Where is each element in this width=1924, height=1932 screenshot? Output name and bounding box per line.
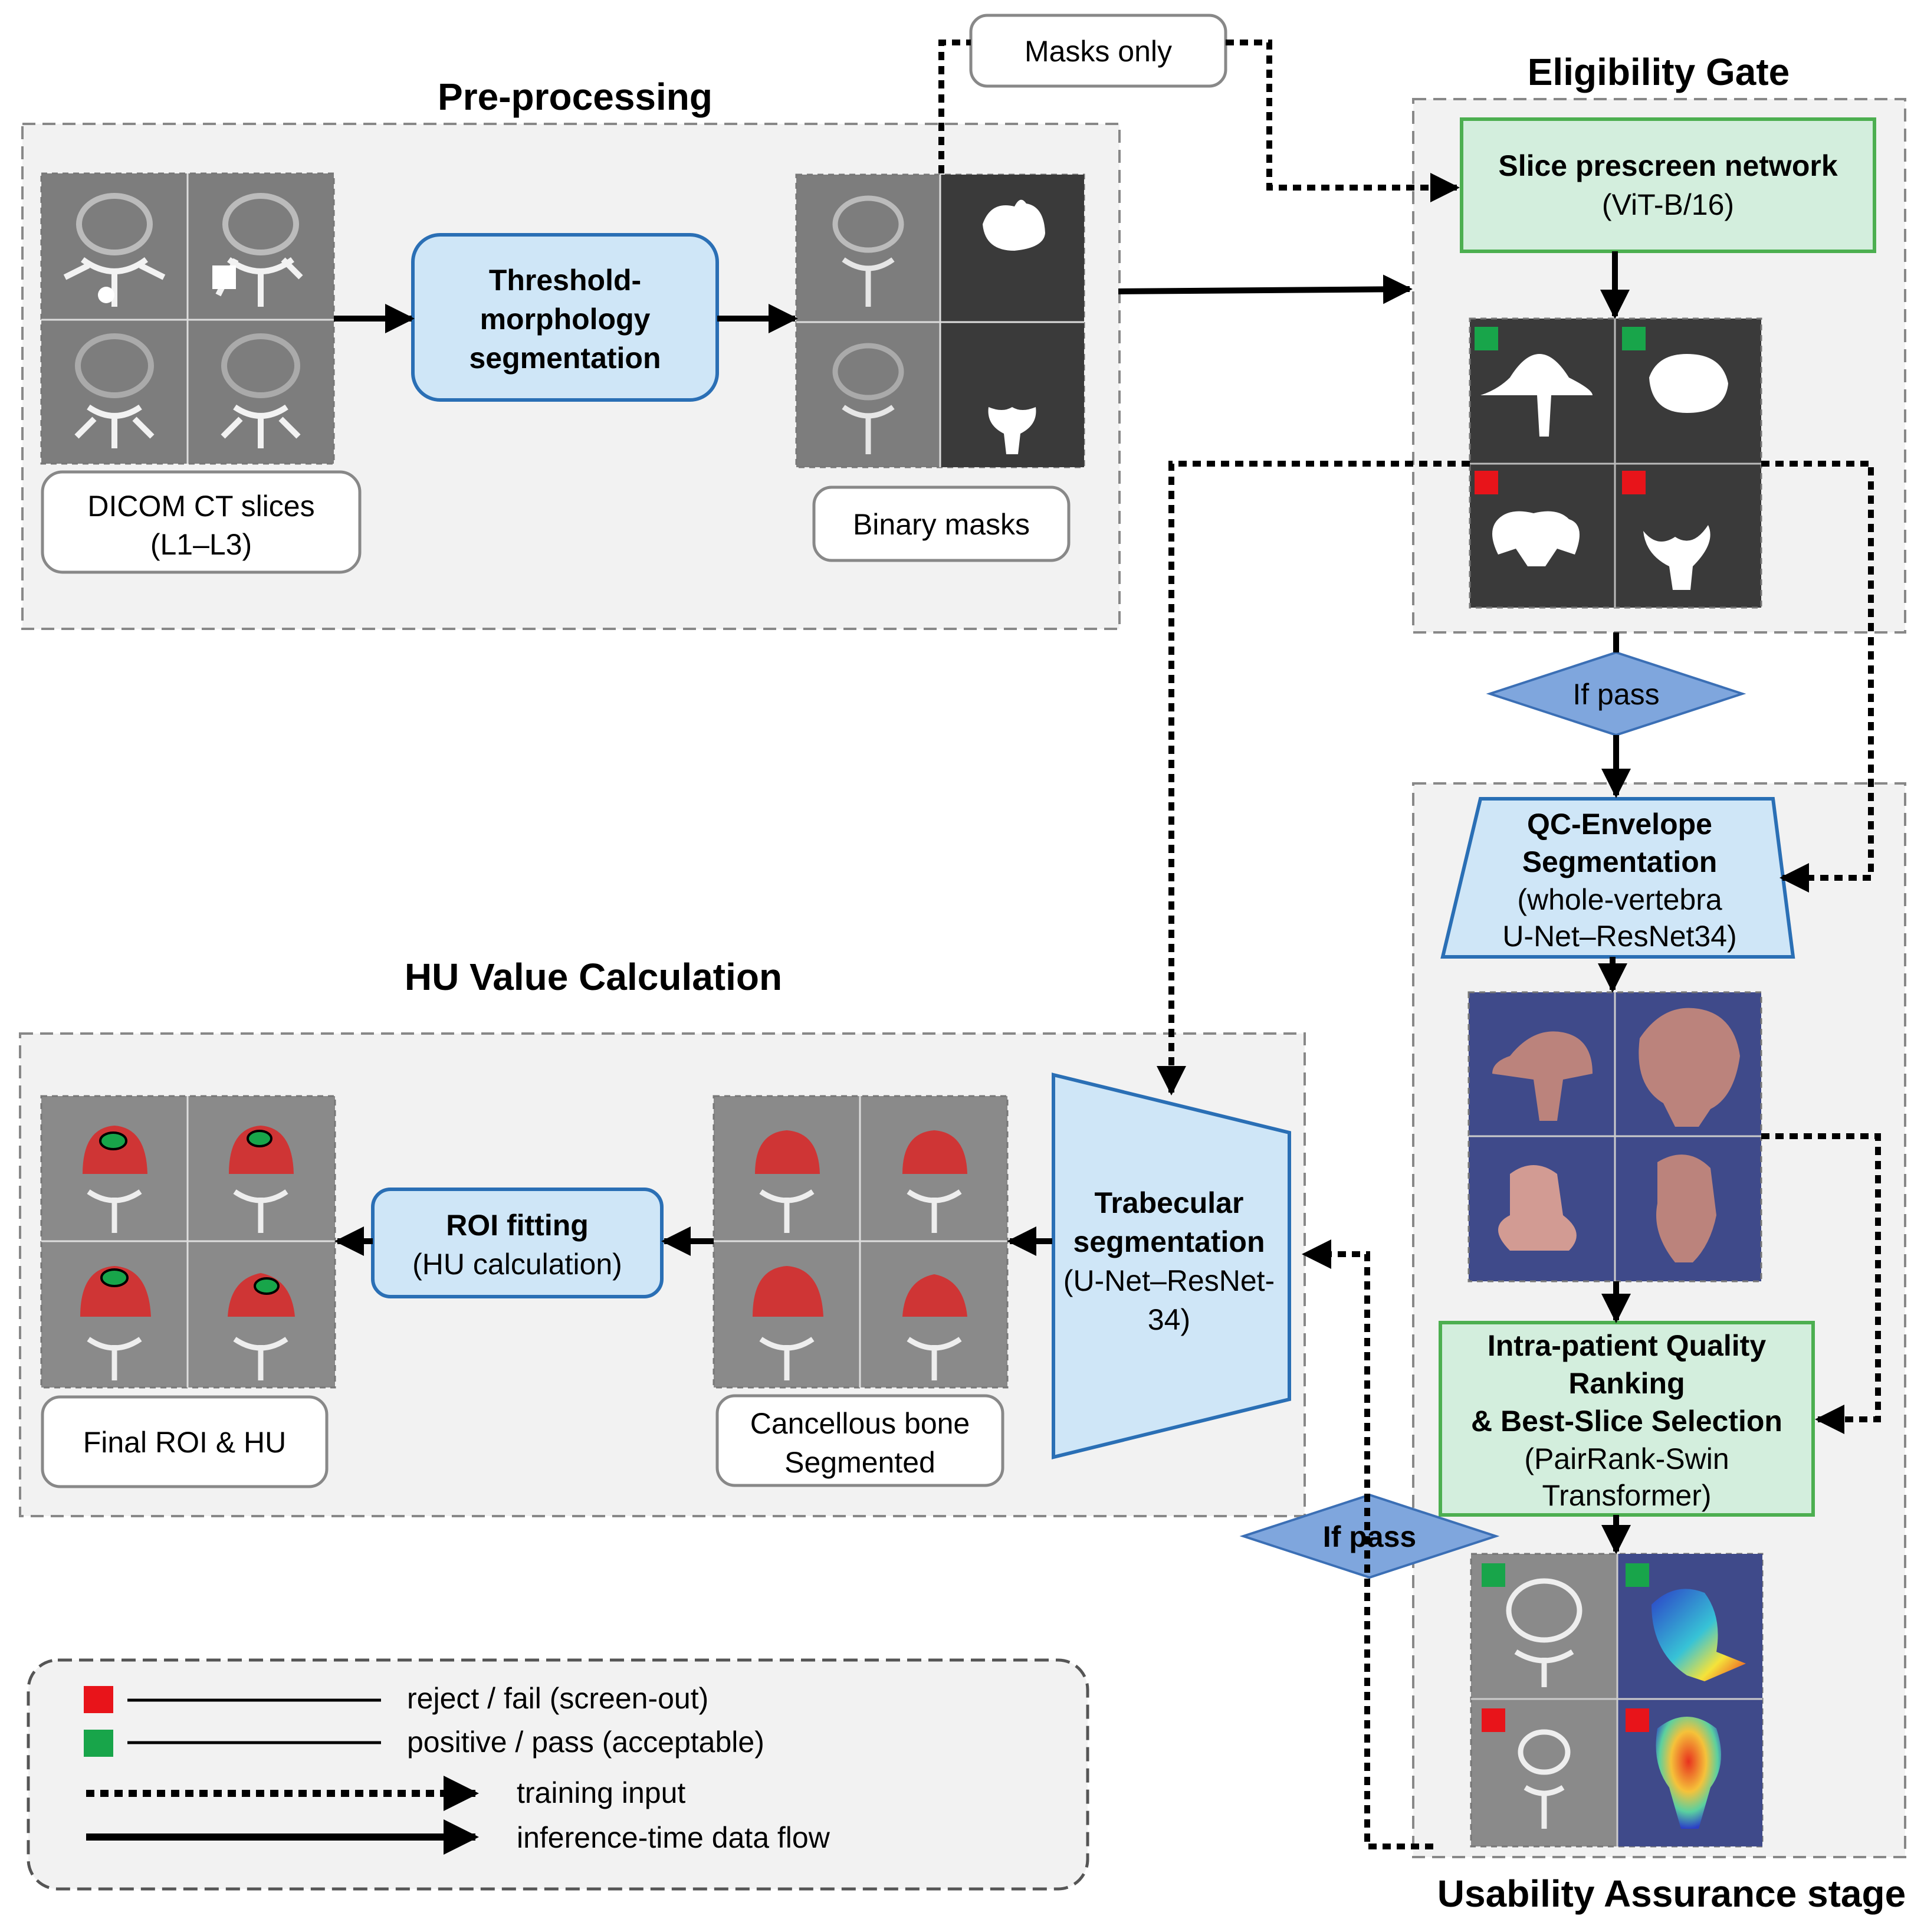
reject-marker (1622, 471, 1646, 494)
cancellous-line2: Segmented (784, 1446, 935, 1479)
masks-only-label: Masks only (1025, 35, 1172, 68)
legend-box (27, 1658, 1089, 1891)
preprocessing-title: Pre-processing (438, 76, 713, 118)
quality-ranking-box (1439, 1321, 1815, 1517)
eligibility-title: Eligibility Gate (1528, 51, 1790, 93)
dotted-grid-to-qc (1761, 461, 1874, 893)
cancellous-label-box (715, 1394, 1004, 1487)
legend-reject-label: reject / fail (screen-out) (407, 1682, 708, 1715)
binary-masks-label-box (812, 486, 1071, 562)
legend-pass-swatch (84, 1730, 113, 1757)
ranking-line1: Intra-patient Quality (1488, 1329, 1766, 1362)
eligibility-mask-grid (1469, 317, 1762, 609)
roi-line1: ROI fitting (446, 1209, 589, 1242)
binary-masks-image-grid (795, 173, 1085, 468)
legend-inference-label: inference-time data flow (517, 1821, 830, 1854)
prescreen-network-box (1460, 117, 1876, 253)
pass-marker (1475, 327, 1498, 350)
pass-marker (1622, 327, 1646, 350)
prescreen-line2: (ViT-B/16) (1602, 188, 1734, 221)
prescreen-line1: Slice prescreen network (1498, 149, 1837, 182)
qc-line1: QC-Envelope (1527, 808, 1712, 841)
reject-marker (1626, 1708, 1649, 1732)
qc-line2: Segmentation (1522, 845, 1718, 878)
ranking-line5: Transformer) (1542, 1479, 1711, 1512)
final-roi-image-grid (40, 1095, 336, 1389)
masks-only-label-box (969, 14, 1227, 88)
qc-overlay-image-grid (1467, 991, 1762, 1282)
qc-envelope-box (1440, 797, 1795, 959)
dicom-label-line1: DICOM CT slices (87, 490, 314, 523)
qc-line3: (whole-vertebra (1517, 883, 1722, 916)
trabecular-segmentation-box (1052, 1072, 1291, 1459)
trabecular-line2: segmentation (1073, 1225, 1265, 1258)
ranking-line4: (PairRank-Swin (1524, 1442, 1729, 1475)
cancellous-line1: Cancellous bone (750, 1407, 970, 1440)
dotted-masks-to-prescreen (938, 40, 1457, 188)
dicom-label-box (41, 470, 362, 574)
threshold-line3: segmentation (469, 342, 661, 375)
dicom-label-line2: (L1–L3) (150, 528, 252, 561)
pass-marker (1626, 1563, 1649, 1587)
trabecular-line4: 34) (1148, 1303, 1190, 1336)
dotted-bestslice-to-trabecular (1302, 1239, 1433, 1849)
qc-line4: U-Net–ResNet34) (1502, 920, 1736, 953)
roi-line2: (HU calculation) (412, 1248, 622, 1281)
arrow-preprocessing-to-eligibility (1118, 274, 1413, 304)
final-roi-label: Final ROI & HU (83, 1426, 287, 1459)
threshold-line1: Threshold- (489, 264, 641, 297)
pass-marker (1482, 1563, 1505, 1587)
hu-title: HU Value Calculation (405, 956, 782, 998)
dicom-ct-image-grid (40, 172, 335, 465)
if-pass-label: If pass (1572, 678, 1659, 711)
trabecular-line1: Trabecular (1095, 1186, 1244, 1219)
dotted-grid-to-trabecular (1157, 461, 1470, 1095)
trabecular-line3: (U-Net–ResNet- (1063, 1264, 1275, 1297)
final-roi-label-box (41, 1395, 329, 1488)
legend-training-label: training input (517, 1776, 685, 1809)
cancellous-bone-image-grid (713, 1095, 1009, 1389)
dotted-overlay-to-ranking (1761, 1133, 1881, 1434)
binary-masks-label: Binary masks (853, 508, 1030, 541)
best-slice-image-grid (1470, 1553, 1764, 1848)
reject-marker (1475, 471, 1498, 494)
legend-pass-label: positive / pass (acceptable) (407, 1726, 764, 1759)
reject-marker (1482, 1708, 1505, 1732)
threshold-line2: morphology (480, 303, 651, 336)
usability-title: Usability Assurance stage (1437, 1872, 1906, 1915)
legend-reject-swatch (84, 1686, 113, 1713)
ranking-line2: Ranking (1568, 1367, 1685, 1400)
ranking-line3: & Best-Slice Selection (1471, 1405, 1782, 1438)
